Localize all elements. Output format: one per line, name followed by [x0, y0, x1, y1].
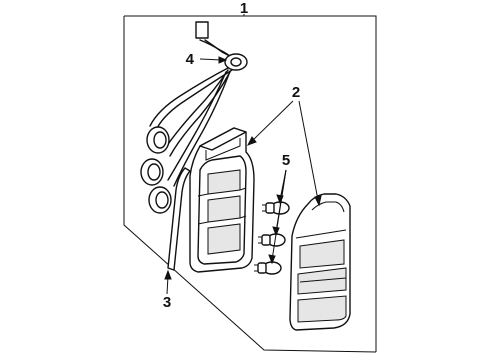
wiring-harness: [140, 21, 248, 214]
callout-4-leader: [199, 58, 223, 61]
callout-3: 3: [163, 294, 171, 311]
harness-connector: [195, 21, 209, 39]
socket-lower: [148, 186, 172, 214]
tail-lamp-lens: [289, 193, 351, 331]
bulb-lower: [254, 261, 282, 275]
callout-2-leaders: [246, 100, 322, 207]
callout-5: 5: [282, 152, 290, 169]
bulbs: [254, 201, 290, 275]
socket-middle: [140, 158, 164, 186]
callout-4: 4: [186, 51, 195, 68]
bulb-upper: [262, 201, 290, 215]
callout-1: 1: [240, 0, 248, 17]
bulb-middle: [258, 233, 286, 247]
callout-5-leaders: [268, 169, 287, 265]
assembly-boundary: [123, 15, 377, 353]
callout-2: 2: [292, 84, 300, 101]
lamp-housing: [189, 127, 255, 273]
socket-upper: [146, 126, 170, 154]
lens-gasket: [167, 167, 191, 271]
